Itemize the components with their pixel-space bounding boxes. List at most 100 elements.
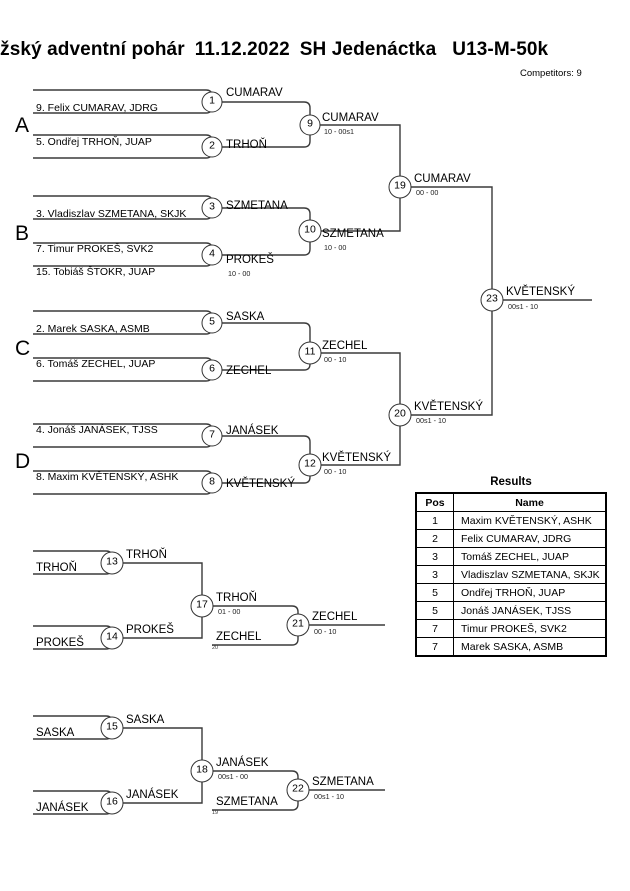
match-node-21[interactable]: 21 xyxy=(286,613,310,637)
event-date: 11.12.2022 xyxy=(194,39,290,60)
score-label-11: 00 - 10 xyxy=(324,355,347,364)
score-label-17: 01 - 00 xyxy=(218,607,241,616)
winner-label-20: KVĚTENSKÝ xyxy=(414,401,484,413)
winner-label-14: PROKEŠ xyxy=(126,624,174,636)
match-node-4[interactable]: 4 xyxy=(201,244,223,266)
result-name: Maxim KVĚTENSKÝ, ASHK xyxy=(453,511,607,530)
event-category: U13-M-50k xyxy=(452,39,549,60)
match-node-14[interactable]: 14 xyxy=(100,626,124,650)
winner-label-6: ZECHEL xyxy=(226,365,272,377)
result-pos: 7 xyxy=(415,619,454,638)
winner-label-1: CUMARAV xyxy=(226,87,283,99)
result-pos: 5 xyxy=(415,601,454,620)
group-label-b: B xyxy=(15,222,30,245)
winner-label-4: PROKEŠ xyxy=(226,254,274,266)
winner-label-18: JANÁSEK xyxy=(216,757,269,769)
match-node-15[interactable]: 15 xyxy=(100,716,124,740)
feed-source-19: 19 xyxy=(212,810,218,816)
competitors-count: Competitors: 9 xyxy=(520,68,582,79)
winner-label-19: CUMARAV xyxy=(414,173,471,185)
repechage-entry-trhon: TRHOŇ xyxy=(36,562,77,574)
score-label-10: 10 - 00 xyxy=(324,243,347,252)
match-node-3[interactable]: 3 xyxy=(201,197,223,219)
winner-label-2: TRHOŇ xyxy=(226,139,267,151)
seed-entry-7: 6. Tomáš ZECHEL, JUAP xyxy=(36,358,156,370)
seed-entry-1: 9. Felix CUMARAV, JDRG xyxy=(36,102,158,114)
match-node-16[interactable]: 16 xyxy=(100,791,124,815)
group-label-d: D xyxy=(15,450,31,473)
match-node-1[interactable]: 1 xyxy=(201,91,223,113)
event-name: ražský adventní pohár xyxy=(0,39,185,60)
seed-entry-2: 5. Ondřej TRHOŇ, JUAP xyxy=(36,136,152,148)
winner-label-16: JANÁSEK xyxy=(126,789,179,801)
repechage-slot-zechel: ZECHEL xyxy=(216,631,262,643)
winner-label-10: SZMETANA xyxy=(322,228,384,240)
feed-source-20: 20 xyxy=(212,645,218,651)
results-col-pos: Pos xyxy=(415,492,454,512)
results-header-row: Pos Name xyxy=(415,492,607,512)
seed-entry-5: 15. Tobiáš ŠTOKR, JUAP xyxy=(36,266,156,278)
winner-label-17: TRHOŇ xyxy=(216,592,257,604)
score-label-19: 00 - 00 xyxy=(416,188,439,197)
group-label-a: A xyxy=(15,114,30,137)
score-label-20: 00s1 - 10 xyxy=(416,416,446,425)
winner-label-9: CUMARAV xyxy=(322,112,379,124)
match-node-23[interactable]: 23 xyxy=(480,288,504,312)
results-title: Results xyxy=(490,476,532,488)
seed-entry-8: 4. Jonáš JANÁSEK, TJSS xyxy=(36,424,158,436)
match-node-22[interactable]: 22 xyxy=(286,778,310,802)
match-node-5[interactable]: 5 xyxy=(201,312,223,334)
match-node-12[interactable]: 12 xyxy=(298,453,322,477)
winner-label-21: ZECHEL xyxy=(312,611,358,623)
score-label-9: 10 - 00s1 xyxy=(324,127,354,136)
group-label-c: C xyxy=(15,337,31,360)
result-pos: 3 xyxy=(415,547,454,566)
match-node-7[interactable]: 7 xyxy=(201,425,223,447)
match-node-13[interactable]: 13 xyxy=(100,551,124,575)
score-label-18: 00s1 - 00 xyxy=(218,772,248,781)
repechage-entry-janasek: JANÁSEK xyxy=(36,802,89,814)
results-col-name: Name xyxy=(453,492,607,512)
score-label-21: 00 - 10 xyxy=(314,627,337,636)
match-node-2[interactable]: 2 xyxy=(201,136,223,158)
winner-label-8: KVĚTENSKÝ xyxy=(226,478,296,490)
result-pos: 5 xyxy=(415,583,454,602)
result-name: Marek SASKA, ASMB xyxy=(453,637,607,657)
match-node-6[interactable]: 6 xyxy=(201,359,223,381)
match-node-8[interactable]: 8 xyxy=(201,472,223,494)
winner-label-11: ZECHEL xyxy=(322,340,368,352)
seed-entry-9: 8. Maxim KVĚTENSKÝ, ASHK xyxy=(36,471,179,483)
repechage-entry-prokes: PROKEŠ xyxy=(36,637,84,649)
winner-label-15: SASKA xyxy=(126,714,165,726)
result-pos: 2 xyxy=(415,529,454,548)
winner-label-12: KVĚTENSKÝ xyxy=(322,452,392,464)
result-name: Jonáš JANÁSEK, TJSS xyxy=(453,601,607,620)
result-name: Vladiszlav SZMETANA, SKJK xyxy=(453,565,607,584)
result-name: Tomáš ZECHEL, JUAP xyxy=(453,547,607,566)
score-label-23: 00s1 - 10 xyxy=(508,302,538,311)
match-node-9[interactable]: 9 xyxy=(299,114,321,136)
result-name: Felix CUMARAV, JDRG xyxy=(453,529,607,548)
repechage-slot-szmetana: SZMETANA xyxy=(216,796,278,808)
match-node-17[interactable]: 17 xyxy=(190,594,214,618)
match-node-19[interactable]: 19 xyxy=(388,175,412,199)
match-node-18[interactable]: 18 xyxy=(190,759,214,783)
match-node-10[interactable]: 10 xyxy=(298,219,322,243)
seed-entry-6: 2. Marek SASKA, ASMB xyxy=(36,323,150,335)
result-name: Timur PROKEŠ, SVK2 xyxy=(453,619,607,638)
match-node-11[interactable]: 11 xyxy=(298,341,322,365)
winner-label-5: SASKA xyxy=(226,311,265,323)
score-label-12: 00 - 10 xyxy=(324,467,347,476)
match-node-20[interactable]: 20 xyxy=(388,403,412,427)
winner-label-22: SZMETANA xyxy=(312,776,374,788)
